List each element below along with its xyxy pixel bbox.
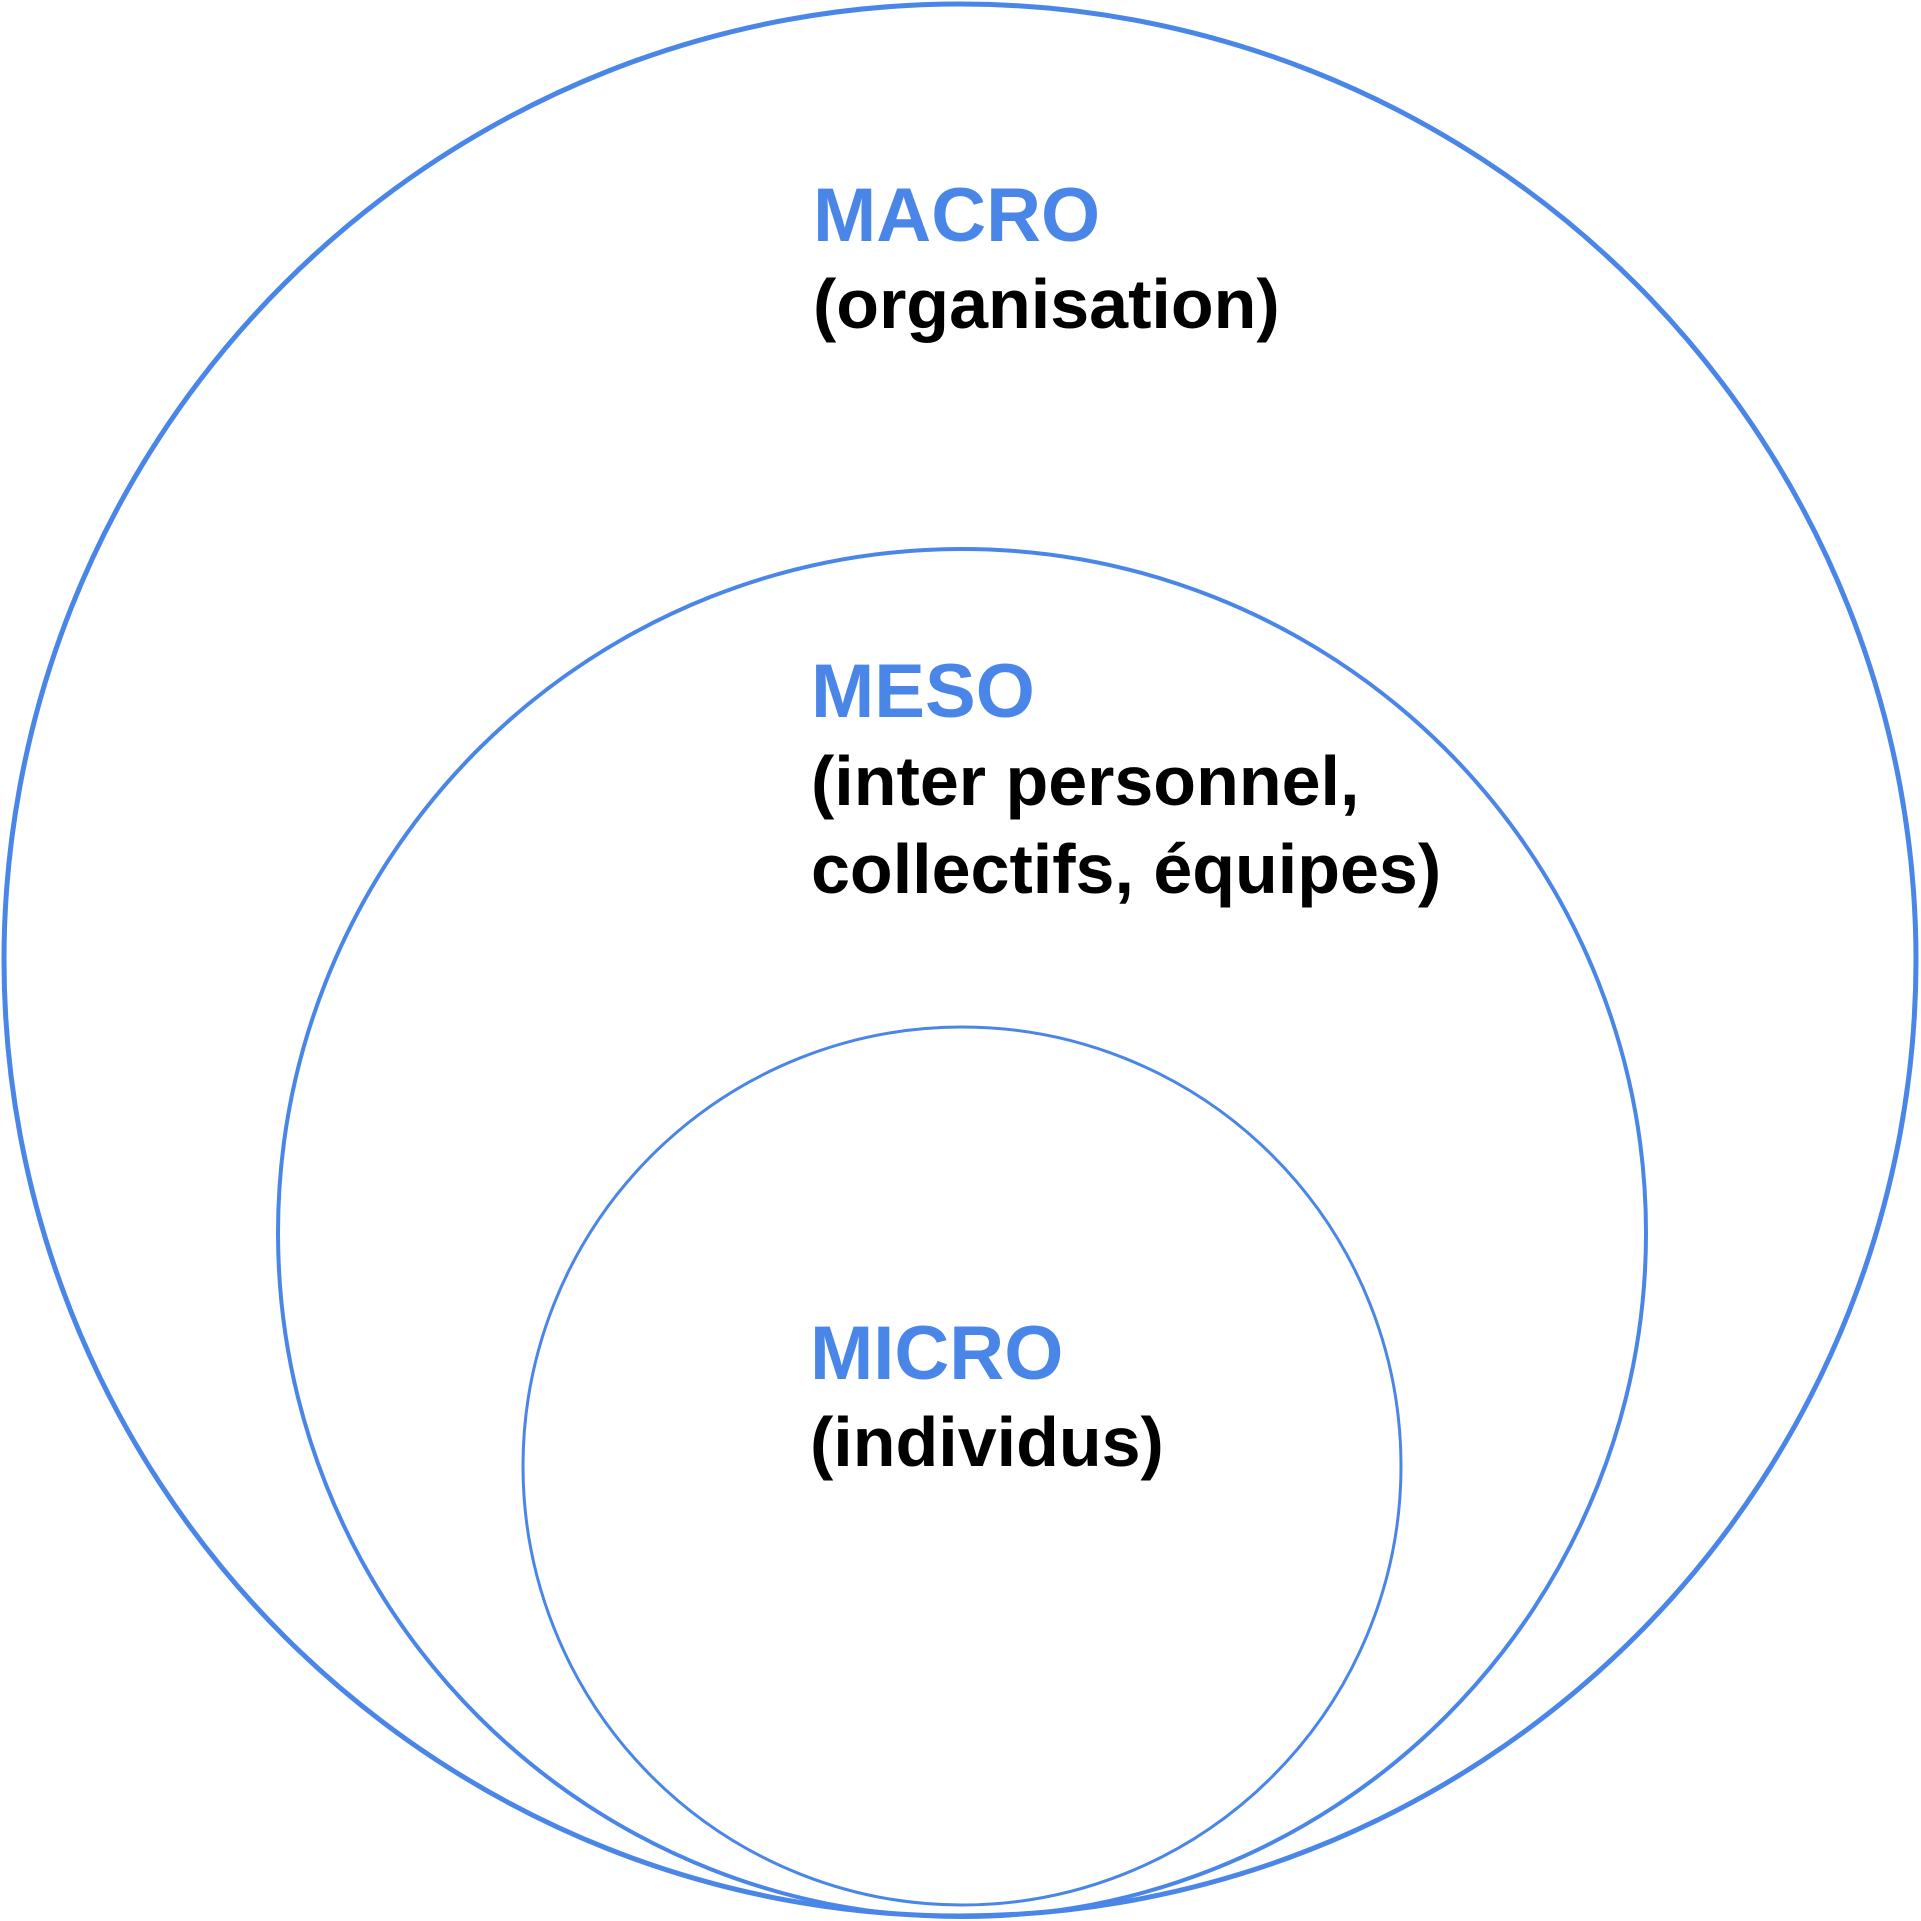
micro-subtitle: (individus) <box>810 1403 1164 1481</box>
macro-title: MACRO <box>813 173 1100 258</box>
macro-subtitle: (organisation) <box>813 265 1280 343</box>
meso-subtitle-line2: collectifs, équipes) <box>811 830 1441 908</box>
meso-circle <box>276 547 1648 1919</box>
micro-circle <box>521 1025 1403 1907</box>
micro-title: MICRO <box>810 1311 1063 1396</box>
meso-subtitle-line1: (inter personnel, <box>811 742 1359 820</box>
meso-title: MESO <box>811 649 1035 734</box>
